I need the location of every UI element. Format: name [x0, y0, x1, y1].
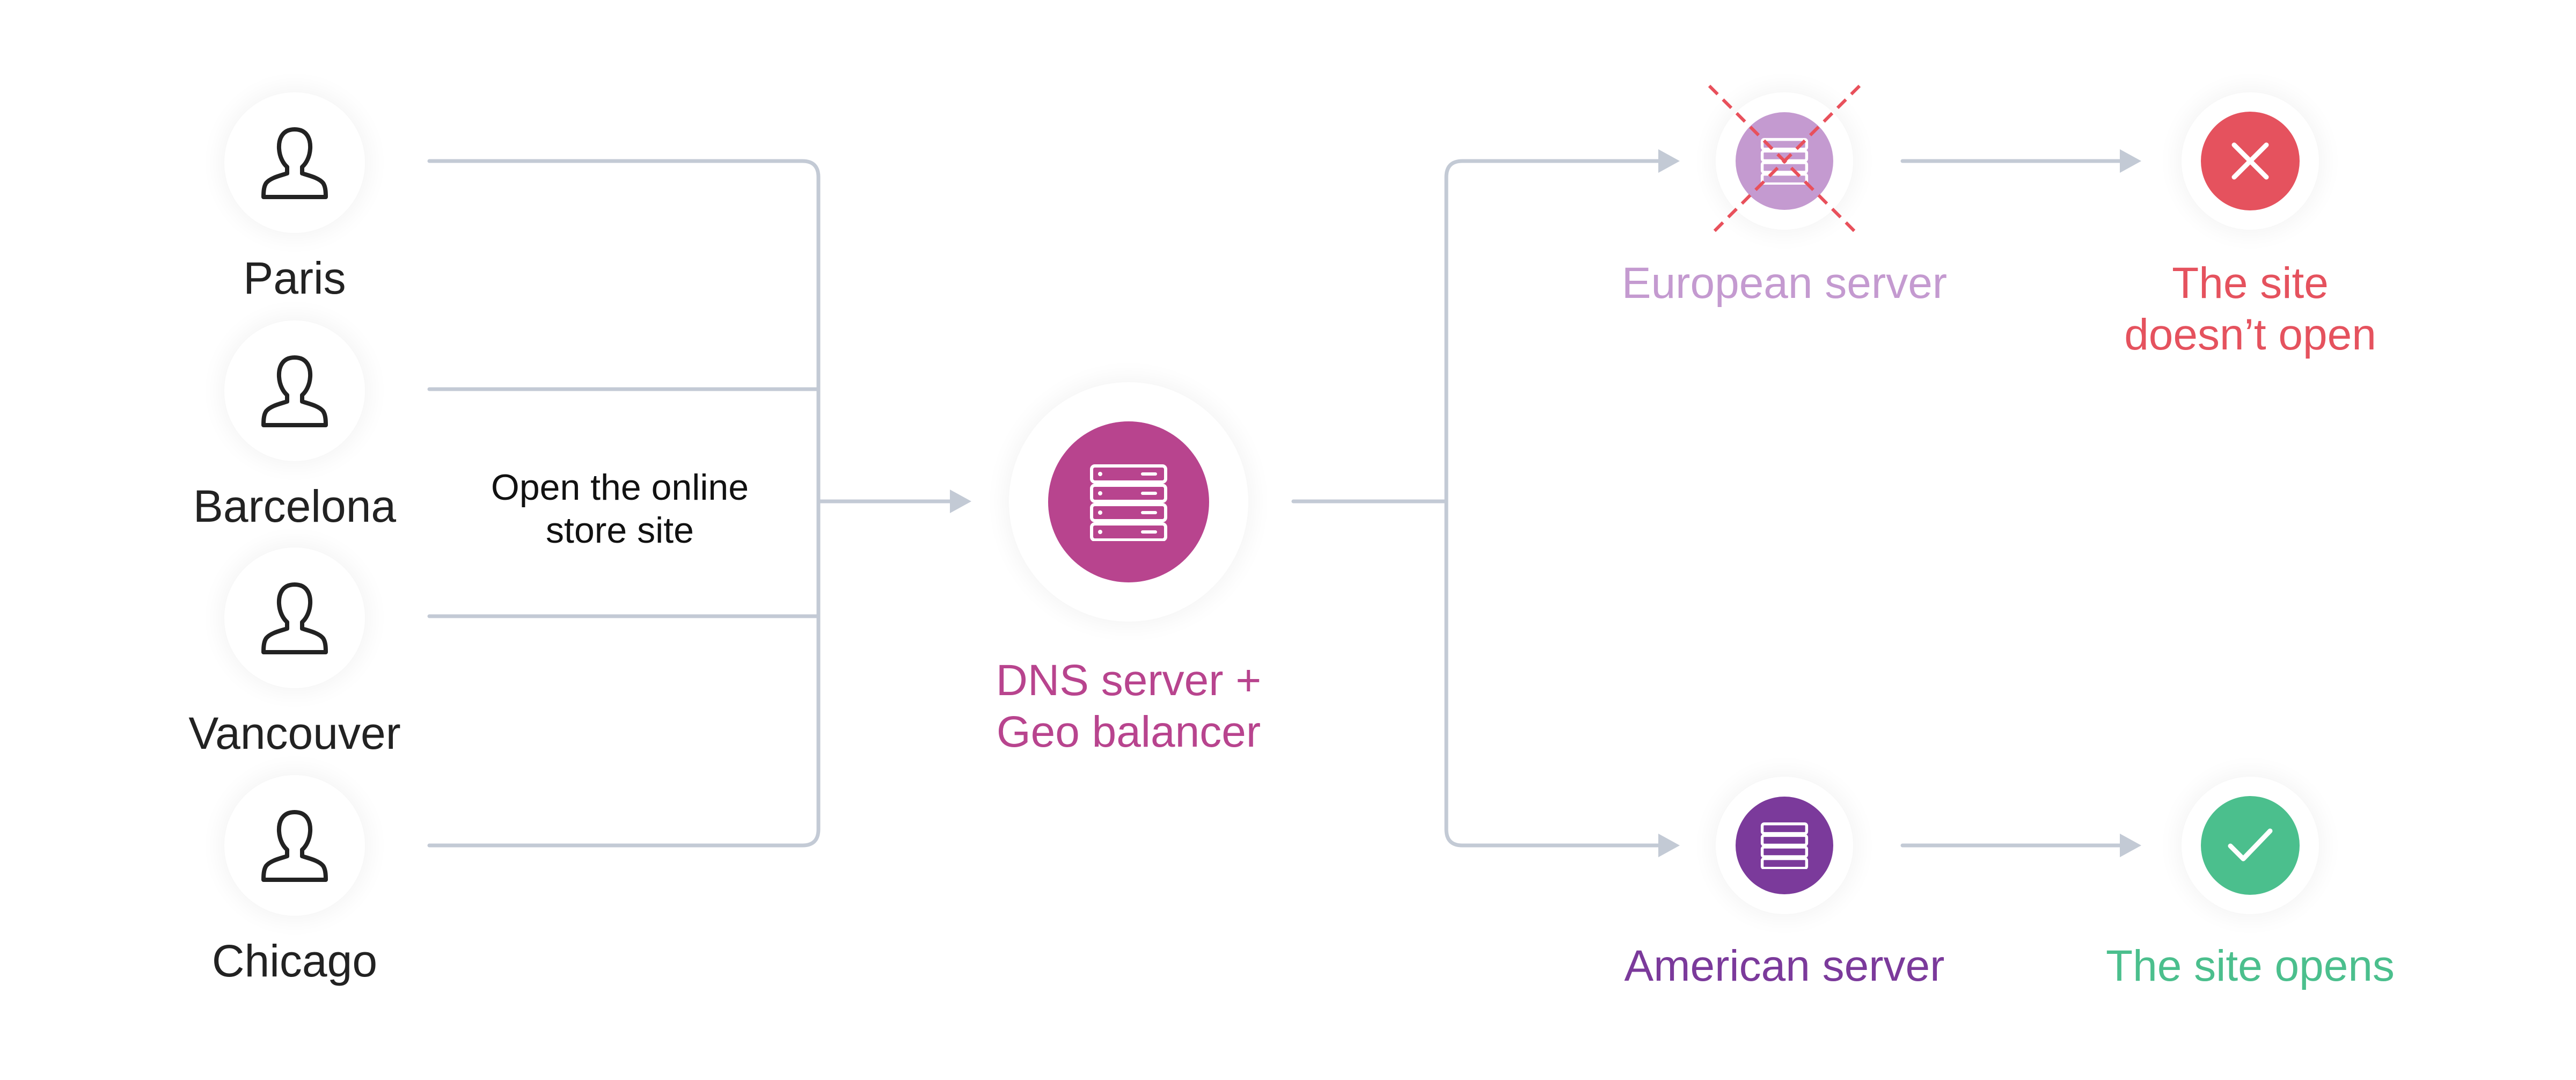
dns-node — [1009, 382, 1248, 622]
server-stack-icon — [1090, 464, 1167, 541]
person-icon — [261, 355, 328, 427]
city-node-chicago — [224, 775, 365, 916]
fail-result-label: The site doesn’t open — [2062, 258, 2438, 361]
ok-result-core — [2201, 796, 2300, 895]
dns-core — [1048, 421, 1209, 582]
arrowhead-ok — [2120, 834, 2141, 857]
check-icon — [2228, 828, 2273, 862]
action-note-line1: Open the online — [491, 467, 749, 508]
ok-result-label: The site opens — [2106, 942, 2395, 990]
arrowhead-european — [1658, 149, 1680, 173]
dns-label-line1: DNS server + — [996, 656, 1262, 705]
city-node-vancouver — [224, 548, 365, 688]
server-stack-icon — [1760, 822, 1809, 869]
city-node-paris — [224, 92, 365, 233]
american-server-node — [1716, 777, 1853, 914]
arrowhead-american — [1658, 834, 1680, 857]
fail-result-core — [2201, 112, 2300, 210]
city-label-vancouver: Vancouver — [188, 708, 401, 758]
city-node-barcelona — [224, 320, 365, 461]
ok-result-node — [2182, 777, 2319, 914]
person-icon — [261, 810, 328, 882]
arrowhead-dns — [950, 490, 971, 513]
fail-result-line2: doesn’t open — [2124, 310, 2376, 359]
fail-result-line1: The site — [2172, 259, 2329, 308]
european-server-label: European server — [1621, 259, 1948, 308]
cross-out-mark — [1708, 84, 1861, 238]
arrowhead-fail — [2120, 149, 2141, 173]
dns-label-line2: Geo balancer — [996, 707, 1261, 756]
action-note-line2: store site — [546, 510, 694, 551]
split-branch — [1444, 159, 1660, 848]
action-note: Open the online store site — [432, 466, 808, 552]
person-icon — [261, 582, 328, 654]
x-icon — [2231, 142, 2269, 180]
dns-label: DNS server + Geo balancer — [941, 655, 1316, 758]
city-label-chicago: Chicago — [211, 936, 378, 986]
fail-result-node — [2182, 92, 2319, 230]
american-server-core — [1736, 797, 1833, 894]
city-label-barcelona: Barcelona — [193, 481, 397, 531]
person-icon — [261, 127, 328, 199]
american-server-label: American server — [1624, 942, 1945, 990]
city-label-paris: Paris — [243, 253, 346, 303]
